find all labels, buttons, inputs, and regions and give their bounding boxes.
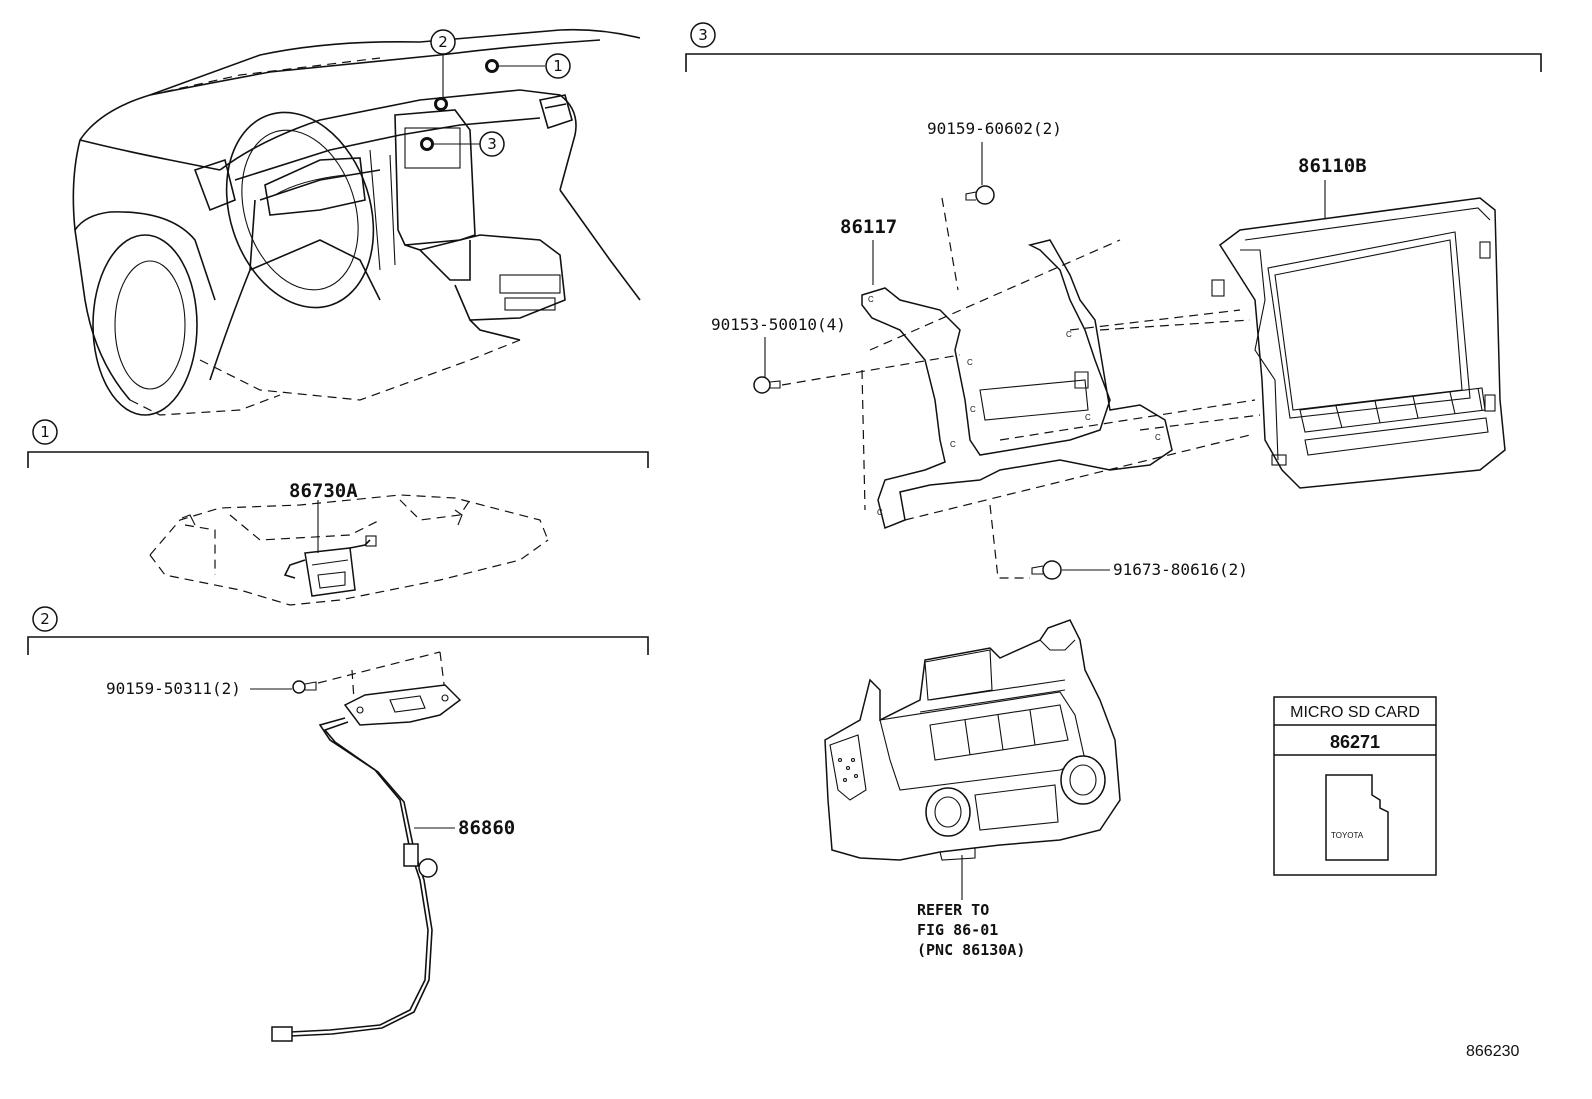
screw-90159-50311: [292, 680, 317, 694]
section-2-callout: [32, 606, 58, 632]
figure-id: 866230: [1466, 1043, 1519, 1060]
svg-text:3: 3: [487, 135, 497, 153]
section-3: 3 90159-60602(2) 86117 C C C C C C C C 9…: [685, 22, 1542, 959]
part-90159-50311-label: 90159-50311(2): [106, 679, 241, 698]
section-3-number: 3: [698, 26, 708, 44]
sd-card-title: MICRO SD CARD: [1290, 704, 1420, 721]
svg-text:1: 1: [553, 57, 563, 75]
svg-text:C: C: [1155, 433, 1161, 442]
sd-card-icon: [1325, 774, 1389, 861]
part-86860-label: 86860: [458, 817, 515, 839]
svg-text:C: C: [1066, 330, 1072, 339]
microphone-bracket: [343, 684, 462, 726]
section-1: 1 86730A: [27, 419, 649, 606]
svg-text:C: C: [1085, 413, 1091, 422]
display-unit-86110B: [1211, 197, 1506, 489]
svg-text:C: C: [970, 405, 976, 414]
screw-91673-80616: [1031, 560, 1062, 580]
sd-card-toyota-logo: TOYOTA: [1331, 831, 1364, 840]
reference-line-3: (PNC 86130A): [917, 941, 1025, 959]
svg-text:C: C: [950, 440, 956, 449]
section-1-number: 1: [40, 423, 50, 441]
part-86110B-label: 86110B: [1298, 155, 1367, 177]
bracket-86117: C C C C C C C C: [861, 239, 1173, 530]
reference-line-1: REFER TO: [917, 901, 989, 919]
svg-text:C: C: [877, 508, 883, 517]
audio-control-panel: [824, 619, 1121, 861]
section-3-callout: [690, 22, 716, 48]
section-2-number: 2: [40, 610, 50, 628]
part-90153-50010-label: 90153-50010(4): [711, 315, 846, 334]
module-86730A: [283, 535, 377, 597]
callout-2-top: 2: [430, 29, 456, 55]
wire-harness-86860: [271, 717, 438, 1042]
part-86730A-label: 86730A: [289, 480, 358, 502]
overhead-console-illustration: [149, 494, 549, 606]
screw-90159-60602: [965, 185, 995, 205]
section-2: 2 90159-50311(2) 86860: [27, 606, 649, 1042]
screw-90153-50010: [753, 376, 781, 394]
sd-card-part-number: 86271: [1330, 732, 1380, 752]
svg-text:C: C: [868, 295, 874, 304]
section-1-callout: [32, 419, 58, 445]
svg-text:C: C: [967, 358, 973, 367]
reference-line-2: FIG 86-01: [917, 921, 998, 939]
svg-text:2: 2: [438, 33, 448, 51]
part-91673-80616-label: 91673-80616(2): [1113, 560, 1248, 579]
micro-sd-card-box: MICRO SD CARD 86271 TOYOTA: [1273, 696, 1437, 876]
callout-1-top: 1: [545, 53, 571, 79]
part-86117-label: 86117: [840, 216, 897, 238]
callout-3-top: 3: [479, 131, 505, 157]
vehicle-interior-illustration: [72, 28, 641, 416]
part-90159-60602-label: 90159-60602(2): [927, 119, 1062, 138]
